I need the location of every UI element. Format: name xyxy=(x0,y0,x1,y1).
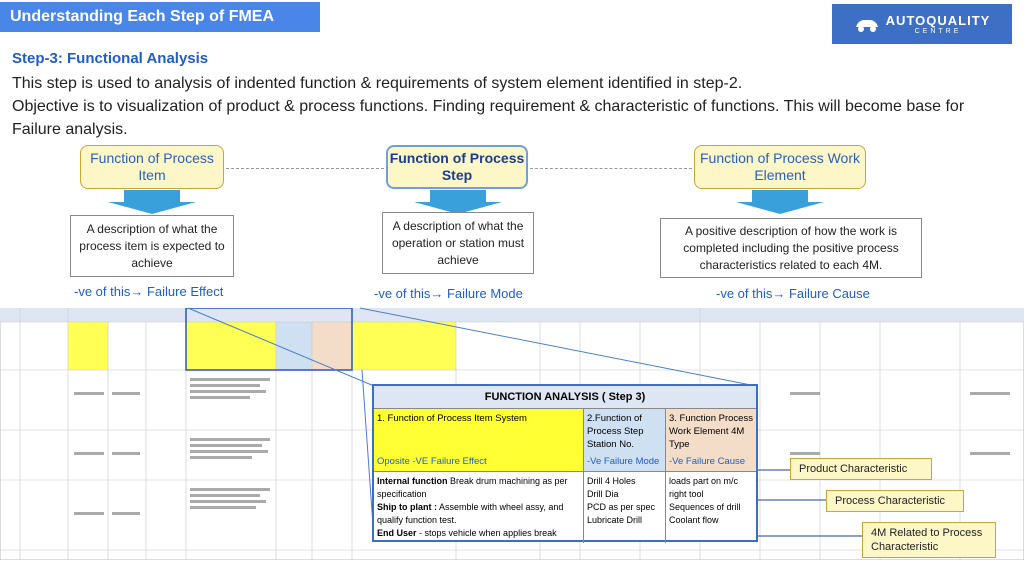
row-label: Internal function xyxy=(377,476,448,486)
connector-line xyxy=(226,168,384,169)
list-item: Drill Dia xyxy=(587,489,619,499)
concept-item-title: Function of Process Item xyxy=(80,145,224,189)
concept-element-description: A positive description of how the work i… xyxy=(660,218,922,278)
connector-line xyxy=(530,168,692,169)
list-item: loads part on m/c xyxy=(669,476,739,486)
concept-element-negative: -ve of this→ Failure Cause xyxy=(716,286,870,301)
concept-step-negative: -ve of this→ Failure Mode xyxy=(374,286,523,301)
down-arrow-icon xyxy=(736,190,824,214)
callout-4m-characteristic: 4M Related to Process Characteristic xyxy=(862,522,996,558)
list-item: Internal function Break drum machining a… xyxy=(377,475,580,501)
row-label: End User xyxy=(377,528,417,538)
page-title: Understanding Each Step of FMEA xyxy=(0,2,320,32)
zoom-header: FUNCTION ANALYSIS ( Step 3) xyxy=(374,386,756,409)
concept-element-title: Function of Process Work Element xyxy=(694,145,866,189)
list-item: PCD as per spec xyxy=(587,502,656,512)
concept-item-description: A description of what the process item i… xyxy=(70,215,234,277)
zoom-col2-content: Drill 4 Holes Drill Dia PCD as per spec … xyxy=(584,472,666,543)
zoom-col-footer: -Ve Failure Cause xyxy=(669,456,746,467)
row-text: - stops vehicle when applies break xyxy=(416,528,557,538)
list-item: Drill 4 Holes xyxy=(587,476,636,486)
zoom-col-title: 2.Function of Process Step Station No. xyxy=(587,413,644,450)
list-item: End User - stops vehicle when applies br… xyxy=(377,527,580,540)
concept-item-negative: -ve of this→ Failure Effect xyxy=(74,284,224,299)
car-icon xyxy=(855,20,878,32)
zoom-col3-content: loads part on m/c right tool Sequences o… xyxy=(666,472,756,543)
logo-subtext: CENTRE xyxy=(914,27,962,35)
logo: AUTOQUALITY CENTRE xyxy=(832,4,1012,44)
list-item: Ship to plant : Assemble with wheel assy… xyxy=(377,501,580,527)
list-item: right tool xyxy=(669,489,704,499)
step-title: Step-3: Functional Analysis xyxy=(12,50,209,67)
row-label: Ship to plant : xyxy=(377,502,437,512)
list-item: Lubricate Drill xyxy=(587,515,643,525)
row-text: Break drum machining as per specificatio… xyxy=(377,476,568,499)
concept-step-description: A description of what the operation or s… xyxy=(382,212,534,274)
callout-product-characteristic: Product Characteristic xyxy=(790,458,932,480)
intro-text: This step is used to analysis of indente… xyxy=(12,72,1012,141)
zoom-col1-content: Internal function Break drum machining a… xyxy=(374,472,584,543)
zoom-col-footer: Oposite -VE Failure Effect xyxy=(377,456,487,467)
callout-process-characteristic: Process Characteristic xyxy=(826,490,964,512)
intro-line-2: Objective is to visualization of product… xyxy=(12,98,965,138)
row-text: Assemble with wheel assy, and qualify fu… xyxy=(377,502,564,525)
zoom-col-work-element: 3. Function Process Work Element 4M Type… xyxy=(666,409,756,471)
zoom-col-title: 1. Function of Process Item System xyxy=(377,413,527,424)
down-arrow-icon xyxy=(414,190,502,214)
logo-text: AUTOQUALITY xyxy=(885,12,991,28)
zoom-col-process-step: 2.Function of Process Step Station No. -… xyxy=(584,409,666,471)
zoom-col-footer: -Ve Failure Mode xyxy=(587,456,660,467)
function-analysis-zoom: FUNCTION ANALYSIS ( Step 3) 1. Function … xyxy=(372,384,758,543)
concept-step-title: Function of Process Step xyxy=(386,145,528,189)
zoom-col-process-item: 1. Function of Process Item System Oposi… xyxy=(374,409,584,471)
zoom-col-title: 3. Function Process Work Element 4M Type xyxy=(669,413,753,450)
down-arrow-icon xyxy=(108,190,196,214)
list-item: Sequences of drill xyxy=(669,502,741,512)
list-item: Coolant flow xyxy=(669,515,719,525)
intro-line-1: This step is used to analysis of indente… xyxy=(12,75,743,92)
